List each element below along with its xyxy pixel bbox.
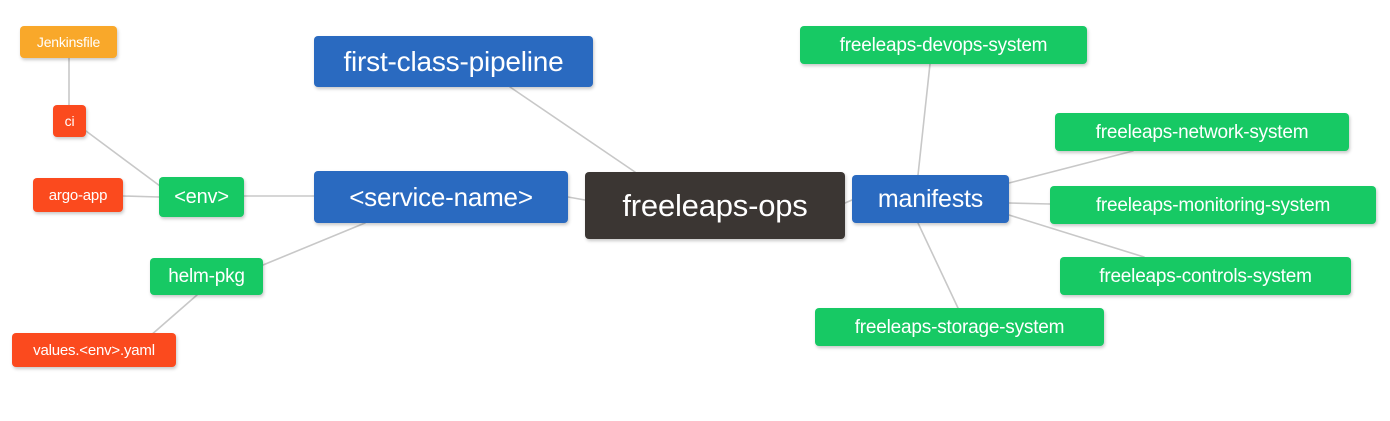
node-first-class-pipeline[interactable]: first-class-pipeline [314, 36, 593, 87]
node-label-freeleaps-storage-system: freeleaps-storage-system [854, 316, 1065, 338]
node-freeleaps-network-system[interactable]: freeleaps-network-system [1055, 113, 1349, 151]
edge-manifests-network [1008, 150, 1134, 184]
edge-pipeline-root [509, 86, 636, 173]
edge-valuesyaml-helmpkg [149, 294, 198, 337]
node-label-jenkinsfile: Jenkinsfile [36, 34, 101, 50]
node-env[interactable]: <env> [159, 177, 244, 217]
node-label-service-name: <service-name> [349, 182, 533, 212]
node-ci[interactable]: ci [53, 105, 86, 137]
node-helm-pkg[interactable]: helm-pkg [150, 258, 263, 295]
edge-argoapp-env [122, 195, 160, 198]
node-service-name[interactable]: <service-name> [314, 171, 568, 223]
node-label-ci: ci [64, 113, 75, 129]
node-freeleaps-storage-system[interactable]: freeleaps-storage-system [815, 308, 1104, 346]
node-argo-app[interactable]: argo-app [33, 178, 123, 212]
node-label-values-env-yaml: values.<env>.yaml [33, 341, 155, 359]
edge-helmpkg-servicename [262, 222, 366, 266]
edge-servicename-root [567, 196, 586, 201]
node-jenkinsfile[interactable]: Jenkinsfile [20, 26, 117, 58]
edge-manifests-storage [917, 222, 959, 309]
edge-manifests-devops [917, 63, 931, 176]
node-label-helm-pkg: helm-pkg [168, 266, 245, 287]
node-label-argo-app: argo-app [48, 186, 108, 204]
node-label-first-class-pipeline: first-class-pipeline [343, 45, 564, 77]
edge-manifests-monitoring [1008, 202, 1051, 205]
node-freeleaps-controls-system[interactable]: freeleaps-controls-system [1060, 257, 1351, 295]
edge-root-manifests [844, 199, 853, 204]
node-freeleaps-monitoring-system[interactable]: freeleaps-monitoring-system [1050, 186, 1376, 224]
node-label-freeleaps-monitoring-system: freeleaps-monitoring-system [1095, 194, 1331, 216]
node-label-env: <env> [174, 186, 229, 208]
node-label-manifests: manifests [877, 184, 984, 213]
node-label-freeleaps-ops: freeleaps-ops [622, 188, 808, 223]
node-label-freeleaps-network-system: freeleaps-network-system [1095, 121, 1309, 143]
node-values-env-yaml[interactable]: values.<env>.yaml [12, 333, 176, 367]
node-label-freeleaps-devops-system: freeleaps-devops-system [839, 34, 1048, 56]
node-freeleaps-ops[interactable]: freeleaps-ops [585, 172, 845, 239]
node-manifests[interactable]: manifests [852, 175, 1009, 223]
node-label-freeleaps-controls-system: freeleaps-controls-system [1099, 265, 1312, 287]
node-freeleaps-devops-system[interactable]: freeleaps-devops-system [800, 26, 1087, 64]
